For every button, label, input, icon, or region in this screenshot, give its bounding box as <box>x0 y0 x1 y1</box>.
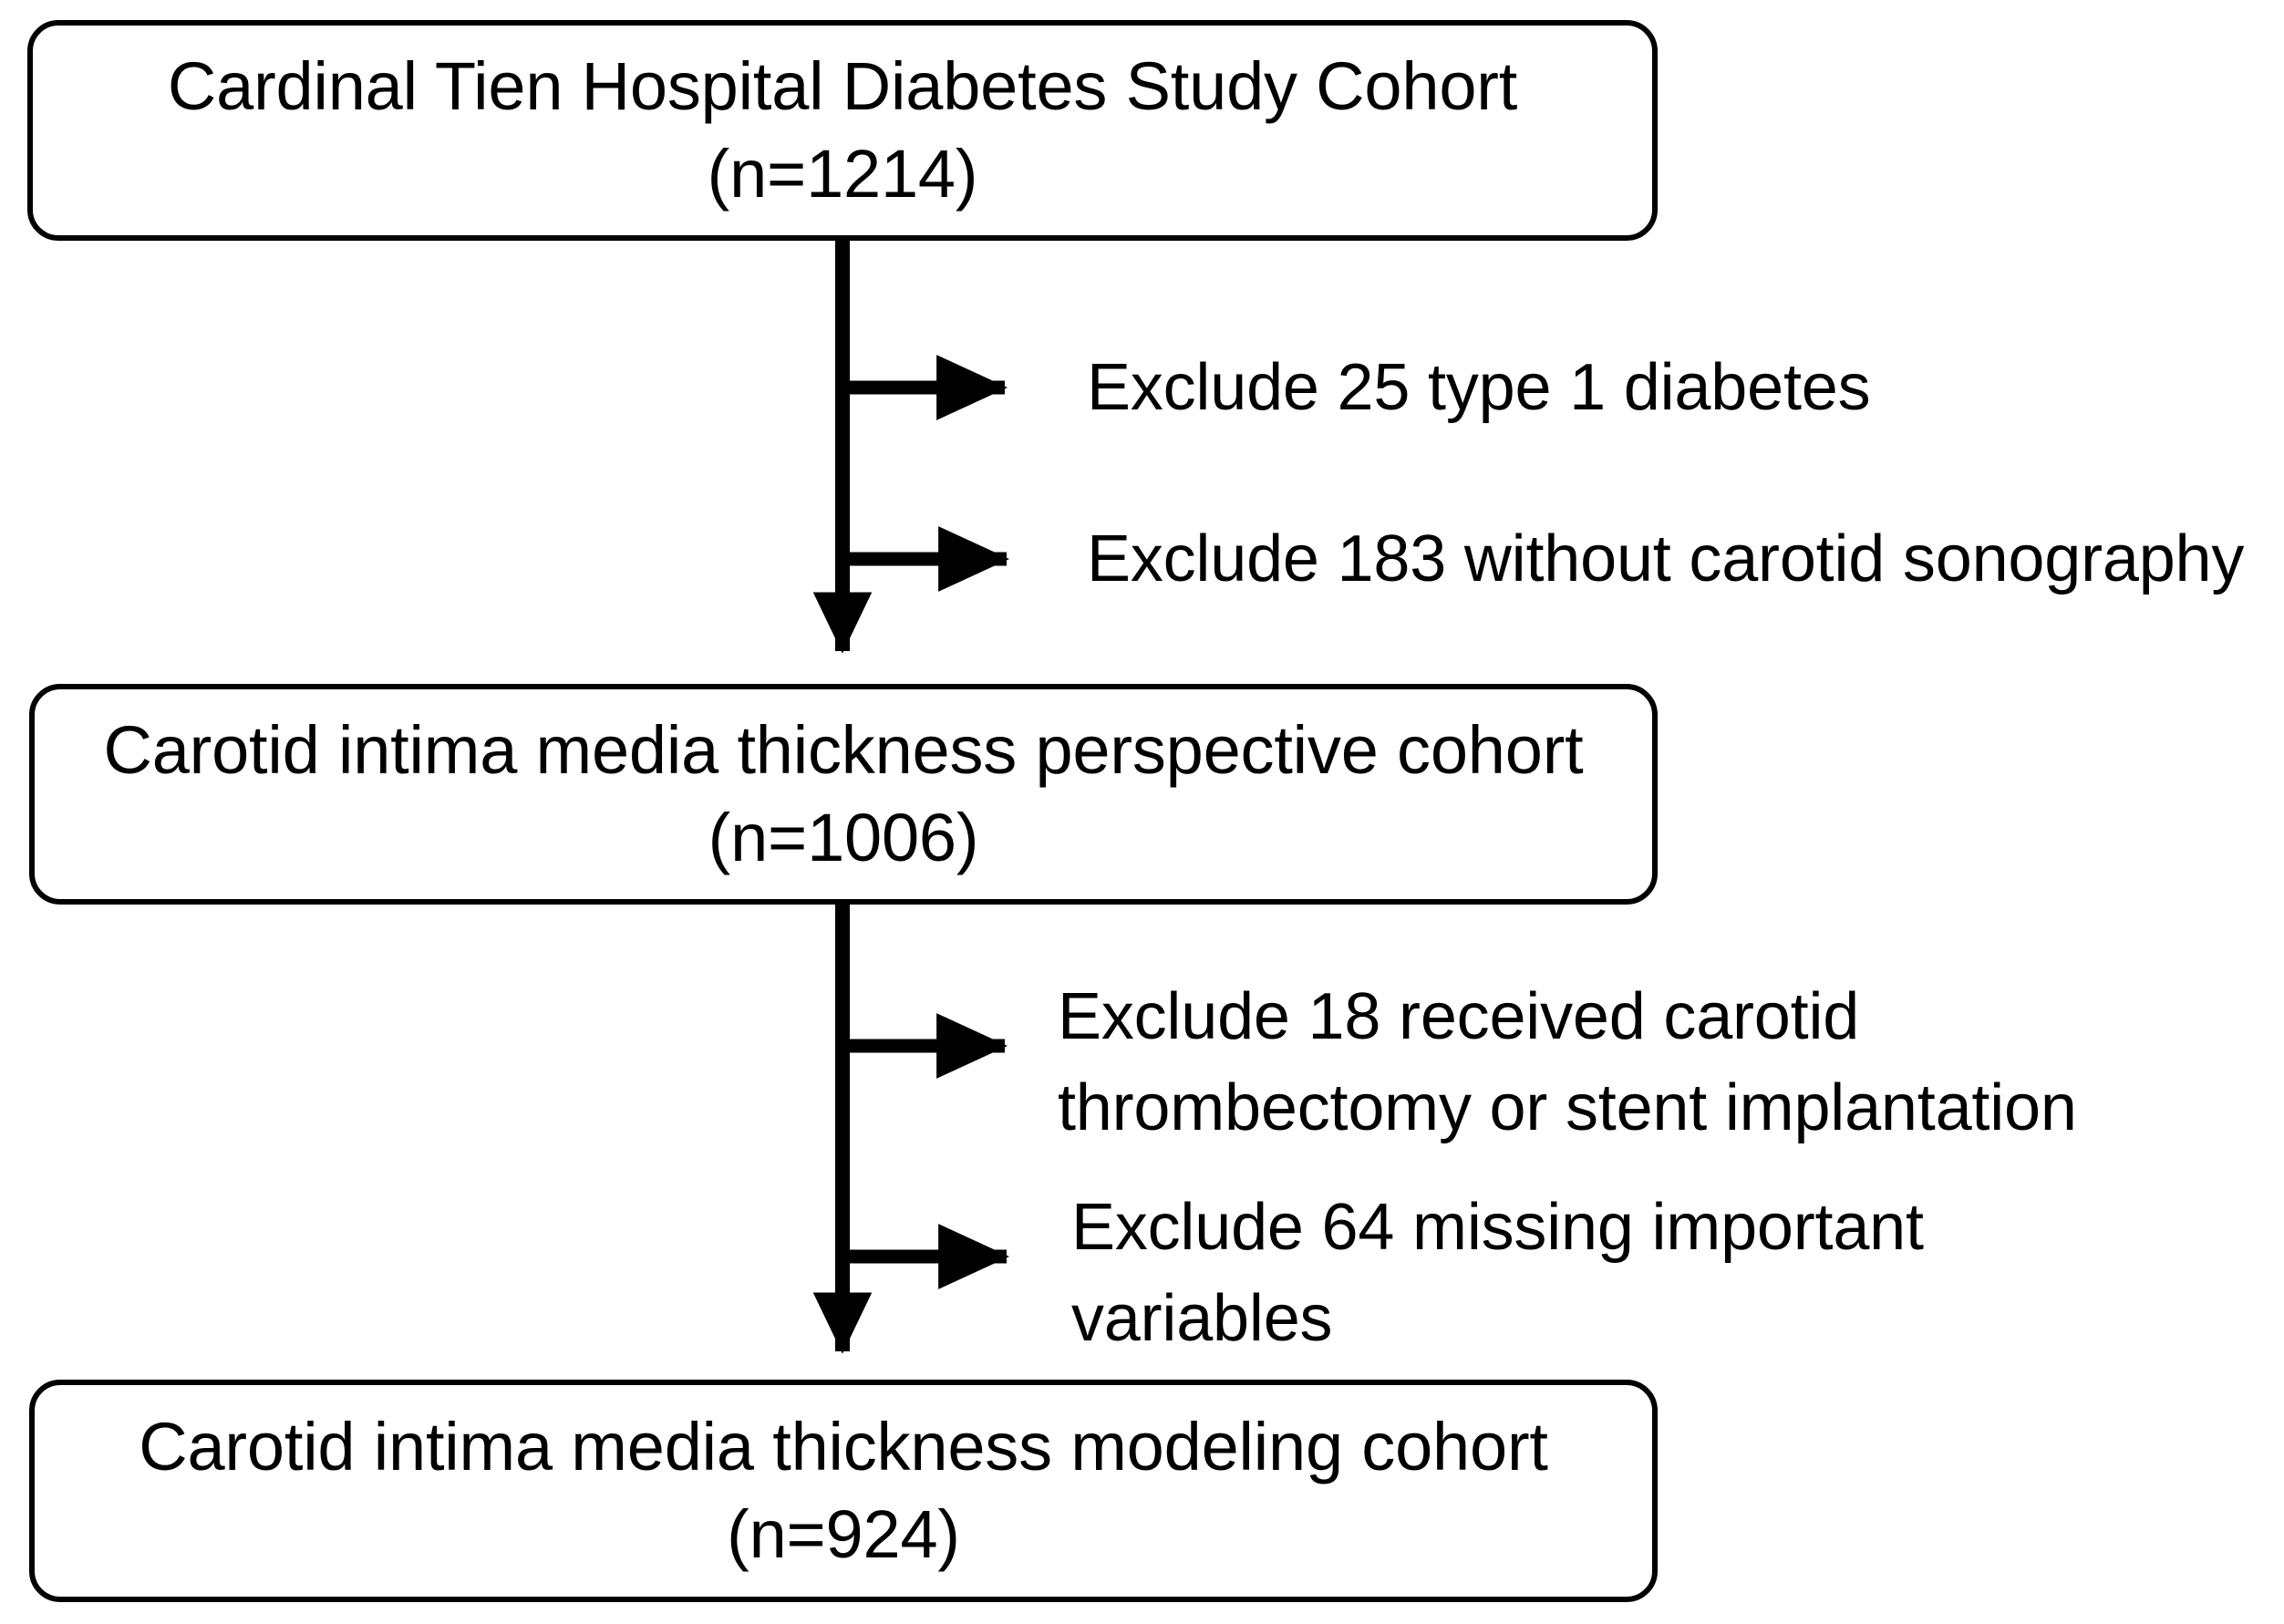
exclusion-line: Exclude 18 received carotid <box>1058 980 1860 1053</box>
exclusion-label-no-carotid-sonography: Exclude 183 without carotid sonography <box>1087 513 2244 605</box>
node-cohort-source: Cardinal Tien Hospital Diabetes Study Co… <box>27 20 1658 241</box>
node-cimt-perspective-cohort-count: (n=1006) <box>708 800 979 875</box>
exclusion-line: thrombectomy or stent implantation <box>1058 1071 2077 1144</box>
node-cimt-perspective-cohort: Carotid intima media thickness perspecti… <box>29 684 1658 905</box>
exclusion-line: variables <box>1071 1282 1333 1355</box>
exclusion-line: Exclude 183 without carotid sonography <box>1087 522 2245 595</box>
node-cimt-modeling-cohort-count: (n=924) <box>727 1496 960 1572</box>
exclusion-line: Exclude 25 type 1 diabetes <box>1087 351 1871 424</box>
exclusion-label-carotid-intervention: Exclude 18 received carotid thrombectomy… <box>1058 971 2077 1153</box>
node-cohort-source-count: (n=1214) <box>707 136 978 212</box>
exclusion-label-missing-variables: Exclude 64 missing important variables <box>1071 1182 1924 1364</box>
node-cimt-modeling-cohort-label: Carotid intima media thickness modeling … <box>139 1409 1548 1484</box>
node-cimt-perspective-cohort-label: Carotid intima media thickness perspecti… <box>103 712 1584 788</box>
exclusion-label-type-1-diabetes: Exclude 25 type 1 diabetes <box>1087 342 1871 433</box>
exclusion-line: Exclude 64 missing important <box>1071 1191 1924 1264</box>
node-cohort-source-label: Cardinal Tien Hospital Diabetes Study Co… <box>167 48 1518 124</box>
node-cimt-modeling-cohort: Carotid intima media thickness modeling … <box>29 1380 1658 1602</box>
